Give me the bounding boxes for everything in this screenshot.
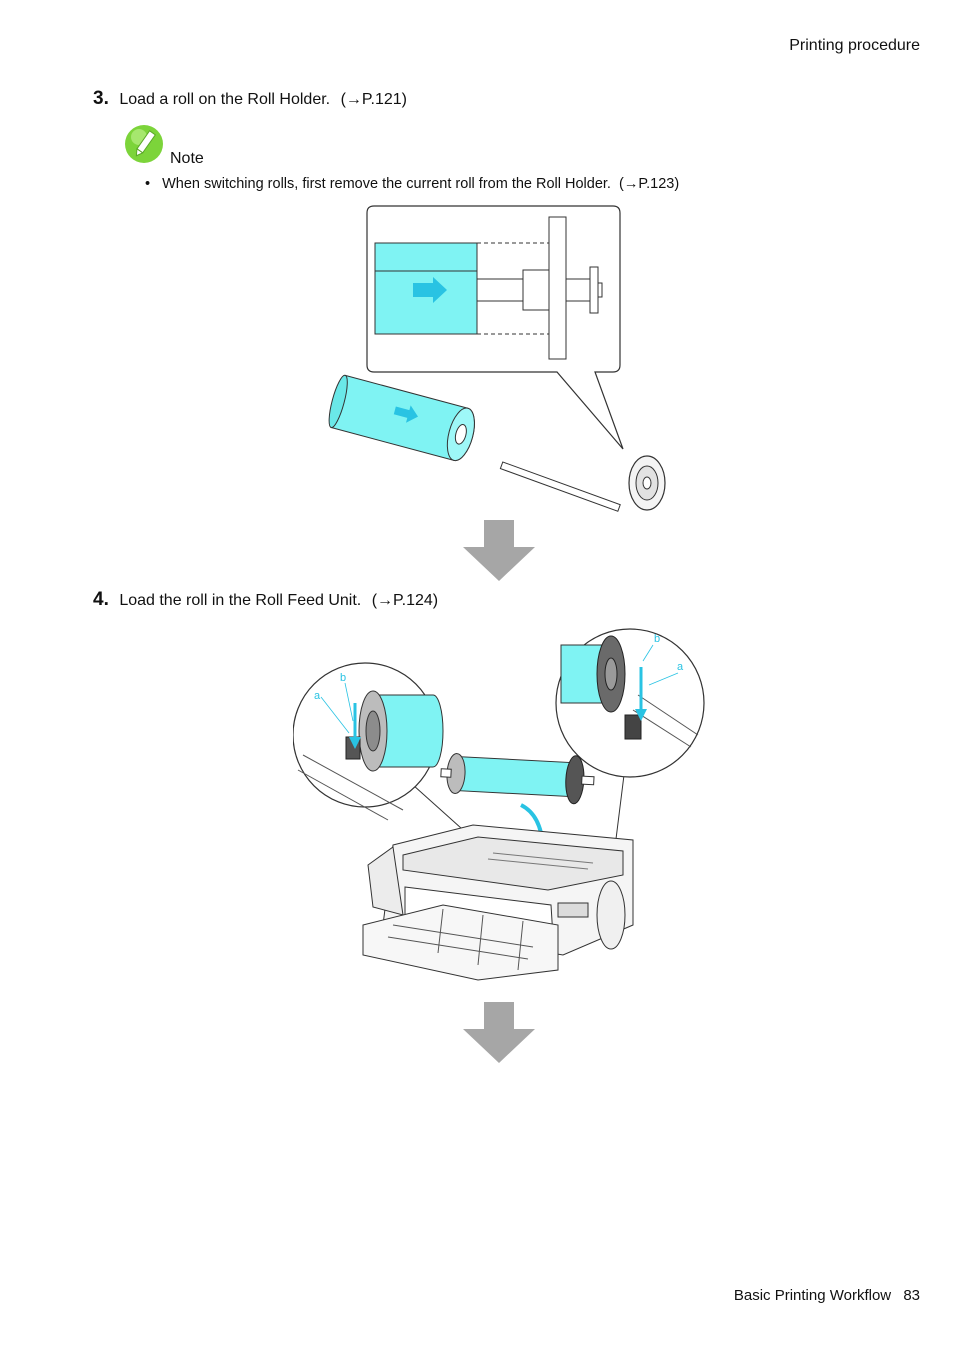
down-arrow-icon xyxy=(462,520,536,582)
step-instruction: Load a roll on the Roll Holder. xyxy=(119,91,331,108)
page-reference-link[interactable]: (→P.124) xyxy=(371,592,439,609)
page-number: 83 xyxy=(903,1287,920,1304)
note-label: Note xyxy=(170,150,204,167)
page-reference-link[interactable]: (→P.121) xyxy=(340,91,407,108)
page-footer: Basic Printing Workflow 83 xyxy=(734,1287,920,1304)
step-number: 3. xyxy=(93,88,109,109)
note-bullet-item: • When switching rolls, first remove the… xyxy=(145,176,679,192)
step-3: 3. Load a roll on the Roll Holder. (→P.1… xyxy=(93,88,407,110)
callout-label-b: b xyxy=(340,672,346,684)
bullet-marker: • xyxy=(145,176,151,192)
roll-holder-illustration xyxy=(325,203,670,513)
note-text: When switching rolls, first remove the c… xyxy=(162,176,611,192)
step-number: 4. xyxy=(93,589,109,610)
footer-chapter: Basic Printing Workflow xyxy=(733,1287,892,1304)
step-4: 4. Load the roll in the Roll Feed Unit. … xyxy=(93,589,438,611)
callout-label-b-right: b xyxy=(654,633,660,645)
step-instruction: Load the roll in the Roll Feed Unit. xyxy=(119,592,362,609)
callout-label-a: a xyxy=(314,690,321,702)
section-header: Printing procedure xyxy=(789,37,920,54)
down-arrow-icon xyxy=(462,1002,536,1064)
callout-label-a-right: a xyxy=(677,661,684,673)
note-pencil-icon xyxy=(124,124,168,164)
page-reference-link[interactable]: (→P.123) xyxy=(619,176,680,192)
printer-roll-loading-illustration: a b b a xyxy=(292,625,705,995)
